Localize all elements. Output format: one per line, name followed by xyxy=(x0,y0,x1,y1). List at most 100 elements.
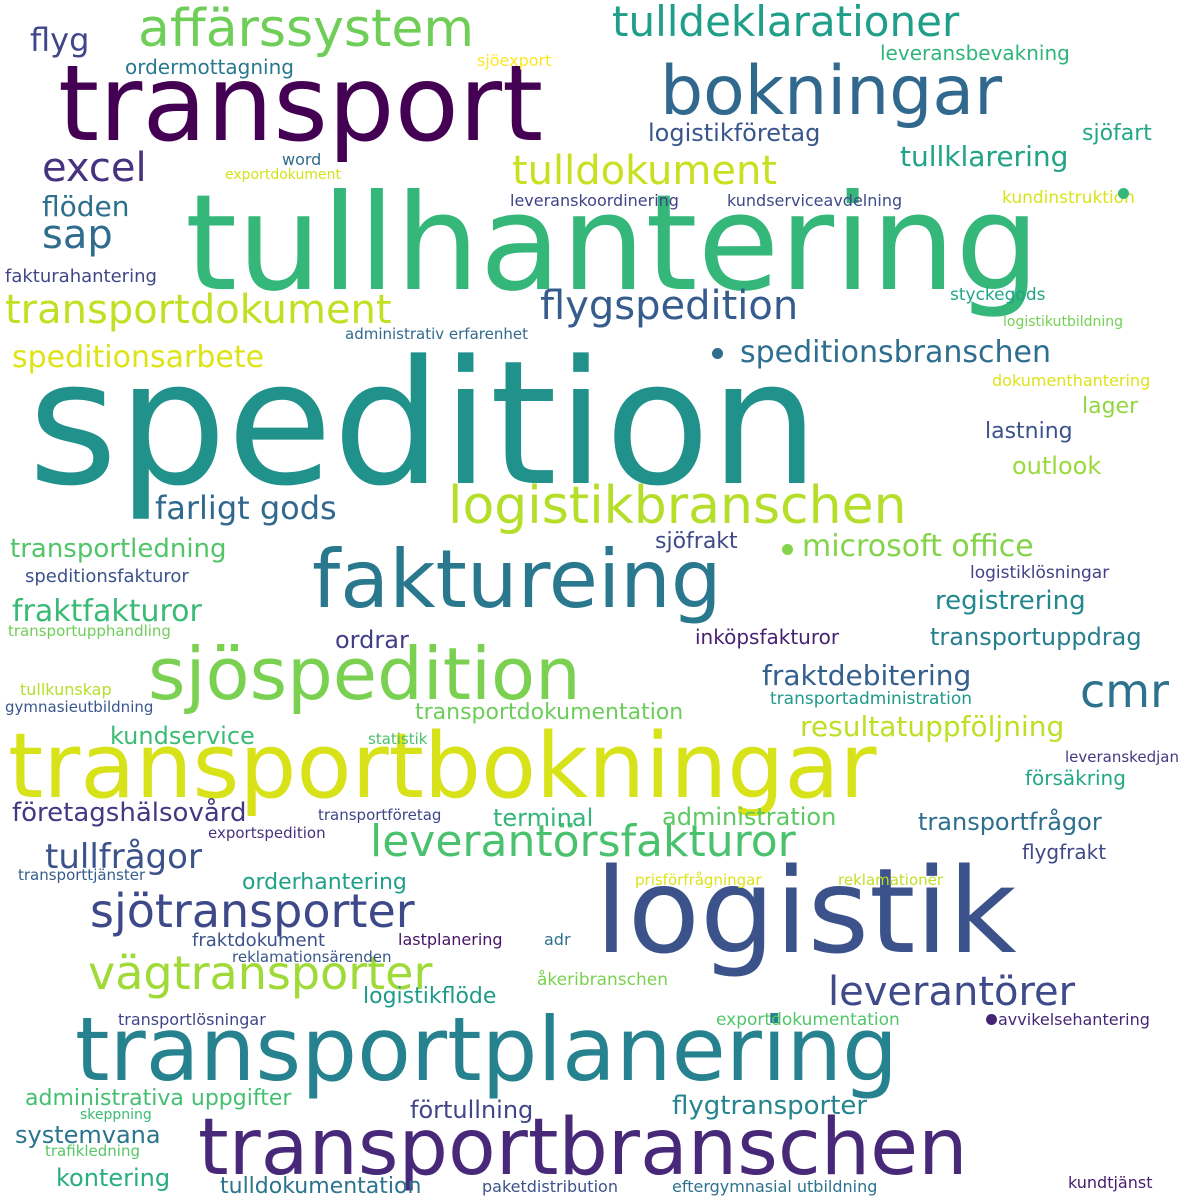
word: lastplanering xyxy=(398,930,503,949)
word: sjöfrakt xyxy=(655,529,738,554)
word: affärssystem xyxy=(138,0,475,59)
dot-mark xyxy=(986,1014,997,1025)
word: spedition xyxy=(28,323,820,524)
word: företagshälsovård xyxy=(12,798,247,828)
word: statistik xyxy=(368,730,428,748)
word: transportledning xyxy=(10,534,227,564)
word: tullklarering xyxy=(900,140,1069,173)
word: administrativ erfarenhet xyxy=(345,325,528,343)
word: systemvana xyxy=(15,1121,161,1149)
word: fraktfakturor xyxy=(12,594,202,629)
word: försäkring xyxy=(1025,766,1126,790)
word: tulldokumentation xyxy=(220,1174,422,1199)
dot-mark xyxy=(712,348,723,359)
word: transportdokument xyxy=(5,287,392,333)
word: transporttjänster xyxy=(18,866,146,884)
word: styckegods xyxy=(950,285,1046,305)
word: transport xyxy=(58,43,544,165)
word: kontering xyxy=(56,1164,171,1192)
word: faktureing xyxy=(312,533,722,626)
word: logistik xyxy=(595,842,1017,980)
word: transportbranschen xyxy=(198,1103,968,1193)
word: transportfrågor xyxy=(918,808,1102,836)
word: exportdokument xyxy=(225,167,341,183)
word: inköpsfakturor xyxy=(695,625,840,649)
word: exportspedition xyxy=(208,824,326,842)
word: resultatuppföljning xyxy=(800,710,1065,743)
word: flöden xyxy=(42,190,130,223)
word: transportplanering xyxy=(75,998,899,1101)
word: sjöfart xyxy=(1082,121,1152,146)
word: leveranskedjan xyxy=(1065,748,1179,766)
word: speditionsfakturor xyxy=(25,566,189,587)
word: fraktdebitering xyxy=(762,659,972,692)
word: åkeribranschen xyxy=(537,970,669,990)
word: transportlösningar xyxy=(118,1010,266,1029)
word: logistikbranschen xyxy=(448,476,907,536)
word: ordermottagning xyxy=(125,55,294,79)
word: tullfrågor xyxy=(45,837,202,877)
word: leverantörer xyxy=(828,969,1076,1015)
word: paketdistribution xyxy=(482,1177,618,1196)
word: reklamationsärenden xyxy=(232,948,392,966)
word: reklamationer xyxy=(838,871,944,889)
word: avvikelsehantering xyxy=(998,1010,1150,1029)
word: lager xyxy=(1082,394,1139,419)
word: orderhantering xyxy=(242,870,407,895)
word: prisförfrågningar xyxy=(635,871,762,889)
word: sjöexport xyxy=(477,51,552,70)
word: logistikflöde xyxy=(363,984,497,1009)
word: leveranskoordinering xyxy=(510,191,679,210)
dot-mark xyxy=(782,544,793,555)
word: outlook xyxy=(1012,452,1102,480)
word: kundinstruktion xyxy=(1002,188,1135,208)
word: flyg xyxy=(30,21,90,59)
word: leveransbevakning xyxy=(880,41,1070,65)
word: trafikledning xyxy=(45,1142,140,1160)
word: bokningar xyxy=(660,52,1003,131)
word: kundserviceavdelning xyxy=(727,191,903,210)
word: administration xyxy=(662,803,837,831)
word: transportuppdrag xyxy=(930,623,1142,651)
word: kundtjänst xyxy=(1068,1173,1153,1192)
word: logistikutbildning xyxy=(1003,314,1124,330)
word: fakturahantering xyxy=(5,266,157,287)
word: flygfrakt xyxy=(1022,840,1107,864)
word: leverantörsfakturor xyxy=(370,816,796,867)
word: microsoft office xyxy=(802,529,1034,564)
word: transportupphandling xyxy=(8,622,171,640)
word: transportföretag xyxy=(318,806,442,824)
word: speditionsbranschen xyxy=(740,335,1051,370)
word: transportdokumentation xyxy=(415,700,684,725)
word: tulldokument xyxy=(512,148,778,194)
word: kundservice xyxy=(110,722,255,750)
word: logistiklösningar xyxy=(970,563,1110,583)
word: transportadministration xyxy=(770,689,973,709)
word: vägtransporter xyxy=(88,946,433,1000)
word: adr xyxy=(544,930,571,949)
word: speditionsarbete xyxy=(12,340,265,375)
word: terminal xyxy=(493,804,594,832)
word: eftergymnasial utbildning xyxy=(672,1177,878,1196)
word: word xyxy=(282,150,322,169)
word: tullkunskap xyxy=(20,680,112,699)
word: logistikföretag xyxy=(648,119,821,147)
word: förtullning xyxy=(410,1096,534,1124)
word: administrativa uppgifter xyxy=(25,1086,292,1111)
word: registrering xyxy=(935,586,1086,616)
word: skeppning xyxy=(80,1107,152,1123)
word: sjötransporter xyxy=(90,884,415,938)
word: flygtransporter xyxy=(672,1091,868,1121)
word: lastning xyxy=(985,419,1073,444)
word: tulldeklarationer xyxy=(612,0,960,46)
word: tullhantering xyxy=(185,167,1040,321)
word: farligt gods xyxy=(155,489,337,527)
dot-mark xyxy=(1118,188,1129,199)
word: sap xyxy=(42,212,113,258)
word: flygspedition xyxy=(540,283,799,329)
word: cmr xyxy=(1080,664,1170,718)
word: transportbokningar xyxy=(8,714,877,819)
word: dokumenthantering xyxy=(992,371,1151,390)
word: excel xyxy=(42,145,147,191)
word: sjöspedition xyxy=(148,632,581,716)
